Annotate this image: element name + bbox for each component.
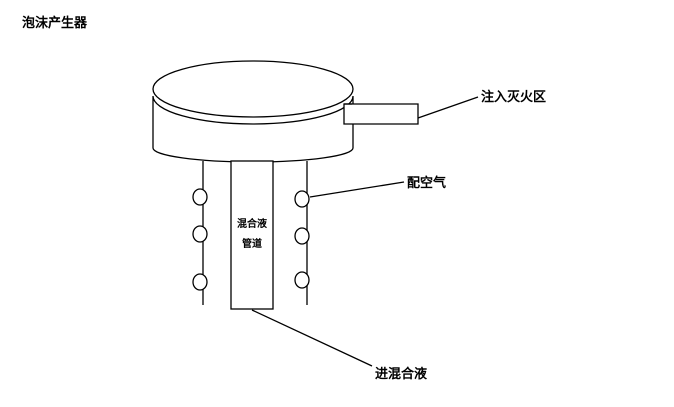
outlet-label: 注入灭火区	[481, 89, 546, 105]
pipe-label-line1: 混合液	[237, 217, 267, 230]
generator-body-top	[152, 60, 354, 118]
generator-body-side	[152, 95, 354, 163]
inlet-label: 进混合液	[375, 366, 427, 382]
air-hole-left-2	[192, 225, 208, 243]
mixed-liquid-pipe	[230, 160, 274, 310]
air-leader-line	[309, 181, 405, 198]
air-hole-right-1	[294, 190, 310, 208]
air-hole-left-1	[192, 188, 208, 206]
air-hole-right-3	[294, 271, 310, 289]
air-hole-left-3	[192, 273, 208, 291]
outlet-leader-line	[417, 96, 479, 119]
pipe-label-line2: 管道	[242, 237, 262, 250]
inlet-leader-line	[251, 309, 373, 367]
outlet-nozzle	[343, 103, 419, 125]
diagram-title: 泡沫产生器	[22, 15, 88, 31]
air-hole-right-2	[294, 227, 310, 245]
air-label: 配空气	[407, 175, 446, 191]
